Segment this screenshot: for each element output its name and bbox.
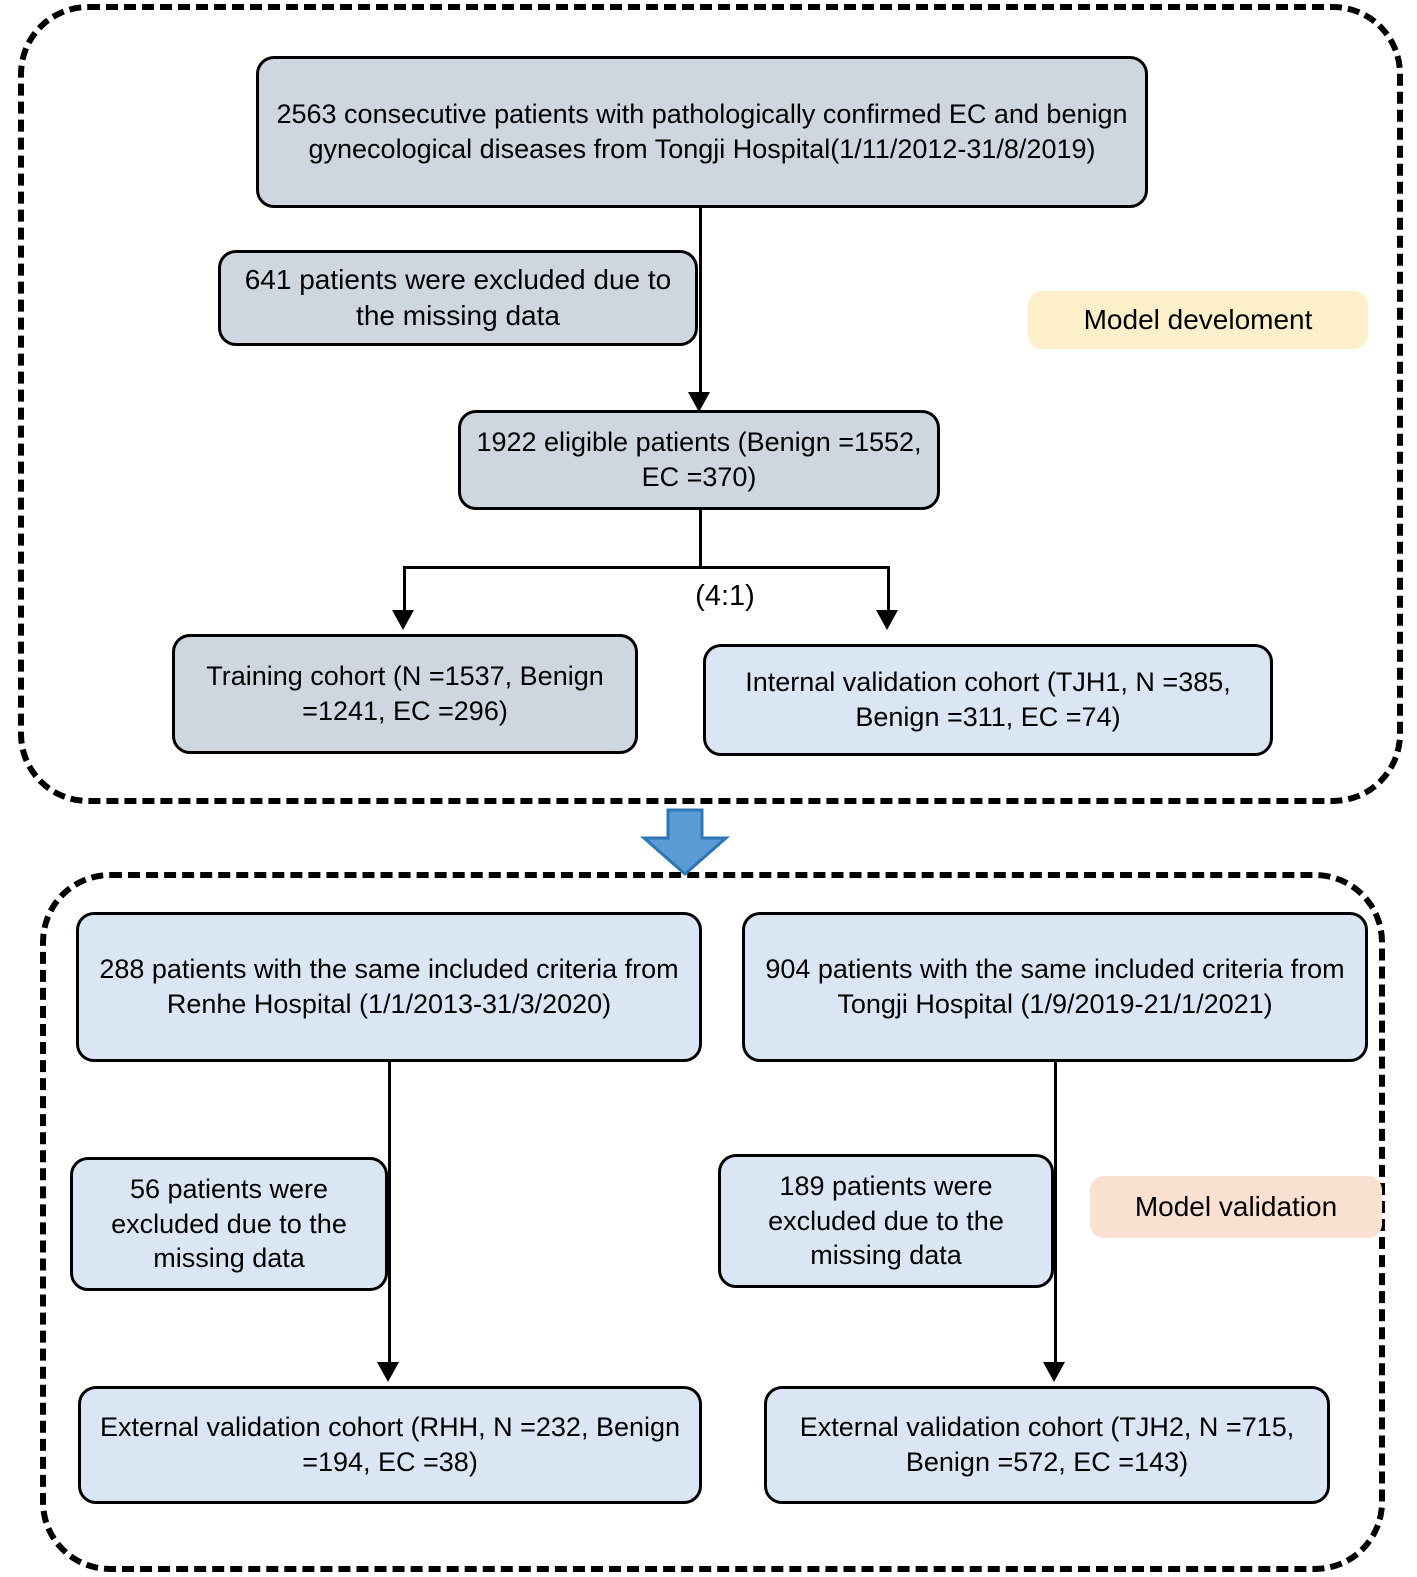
eligible-patients-box: 1922 eligible patients (Benign =1552, EC… — [458, 410, 940, 510]
model-validation-panel — [40, 872, 1385, 1572]
tongji2-source-text: 904 patients with the same included crit… — [765, 954, 1345, 1019]
renhe-cohort-text: External validation cohort (RHH, N =232,… — [99, 1412, 681, 1477]
renhe-cohort-box: External validation cohort (RHH, N =232,… — [78, 1386, 702, 1504]
connector-renhe-to-cohort — [388, 1062, 391, 1370]
arrowhead-renhe-to-cohort — [377, 1362, 399, 1382]
arrowhead-source-to-eligible — [688, 392, 710, 412]
arrowhead-tongji2-to-cohort — [1043, 1362, 1065, 1382]
tongji2-cohort-box: External validation cohort (TJH2, N =715… — [764, 1386, 1330, 1504]
arrowhead-to-internal-validation — [876, 610, 898, 630]
connector-to-internal-validation — [887, 566, 890, 616]
training-cohort-box: Training cohort (N =1537, Benign =1241, … — [172, 634, 638, 754]
excluded-patients-box: 641 patients were excluded due to the mi… — [218, 250, 698, 346]
connector-tongji2-to-cohort — [1054, 1062, 1057, 1370]
source-cohort-text: 2563 consecutive patients with pathologi… — [276, 99, 1128, 164]
tongji2-excluded-text: 189 patients were excluded due to the mi… — [768, 1171, 1004, 1271]
internal-validation-cohort-text: Internal validation cohort (TJH1, N =385… — [745, 667, 1231, 732]
connector-source-to-eligible — [699, 208, 702, 396]
model-validation-tag: Model validation — [1090, 1176, 1382, 1238]
model-development-tag: Model develoment — [1028, 291, 1368, 349]
tongji2-excluded-box: 189 patients were excluded due to the mi… — [718, 1154, 1054, 1288]
model-development-panel — [18, 4, 1403, 804]
training-cohort-text: Training cohort (N =1537, Benign =1241, … — [206, 661, 604, 726]
model-validation-tag-label: Model validation — [1134, 1191, 1338, 1222]
connector-to-training — [403, 566, 406, 616]
connector-eligible-stub — [699, 510, 702, 568]
eligible-patients-text: 1922 eligible patients (Benign =1552, EC… — [476, 427, 922, 492]
tongji2-source-box: 904 patients with the same included crit… — [742, 912, 1368, 1062]
split-ratio-label: (4:1) — [695, 580, 755, 612]
connector-split-horizontal — [403, 566, 890, 569]
renhe-excluded-box: 56 patients were excluded due to the mis… — [70, 1157, 388, 1291]
excluded-patients-text: 641 patients were excluded due to the mi… — [244, 264, 672, 331]
renhe-source-text: 288 patients with the same included crit… — [99, 954, 679, 1019]
renhe-source-box: 288 patients with the same included crit… — [76, 912, 702, 1062]
renhe-excluded-text: 56 patients were excluded due to the mis… — [111, 1174, 347, 1274]
arrowhead-to-training — [392, 610, 414, 630]
internal-validation-cohort-box: Internal validation cohort (TJH1, N =385… — [703, 644, 1273, 756]
source-cohort-box: 2563 consecutive patients with pathologi… — [256, 56, 1148, 208]
model-development-tag-label: Model develoment — [1083, 304, 1313, 335]
section-transition-arrow-icon — [640, 808, 730, 876]
tongji2-cohort-text: External validation cohort (TJH2, N =715… — [799, 1412, 1295, 1477]
